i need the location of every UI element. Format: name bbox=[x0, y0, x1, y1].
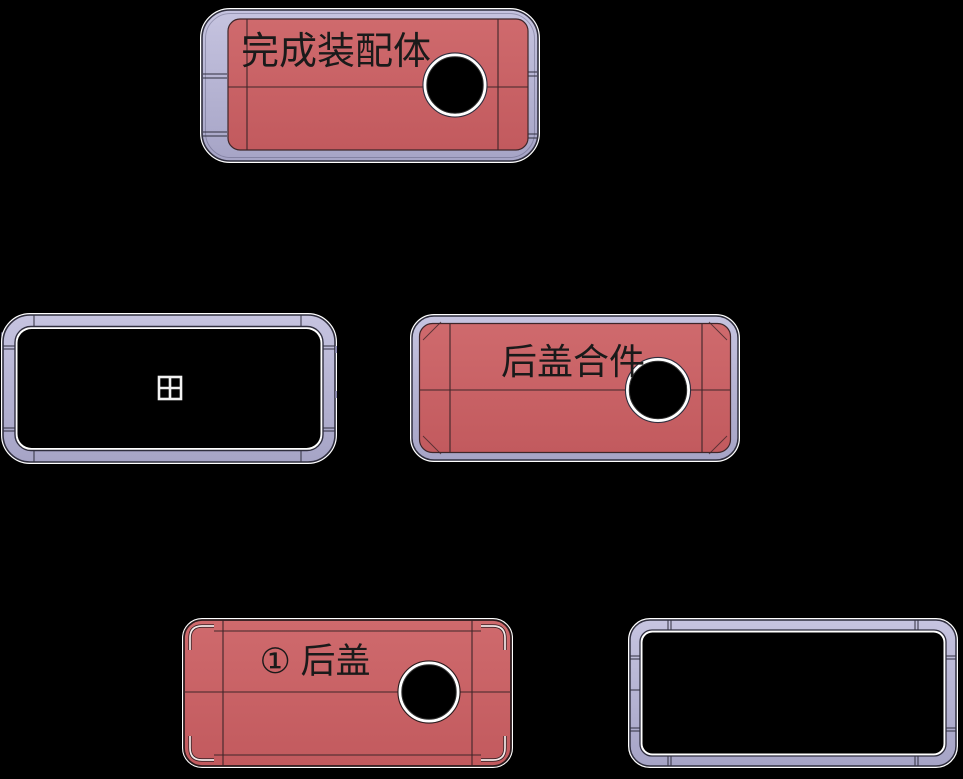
back-cover-assembly-part: 后盖合件 bbox=[410, 314, 740, 462]
camera-hole bbox=[397, 660, 461, 724]
assembly-complete-part: 完成装配体 bbox=[200, 8, 540, 163]
assembly-complete-label: 完成装配体 bbox=[241, 31, 431, 73]
camera-hole bbox=[624, 356, 692, 424]
back-cover-body bbox=[182, 618, 513, 768]
back-cover-label: ① 后盖 bbox=[259, 642, 370, 681]
back-cover-part: ① 后盖 bbox=[182, 618, 513, 768]
bezel-frame-part bbox=[628, 618, 958, 768]
side-button bbox=[335, 391, 337, 398]
grid-icon bbox=[157, 375, 183, 401]
frame-seam-ticks bbox=[630, 620, 956, 766]
camera-hole bbox=[422, 52, 488, 118]
corner-brackets bbox=[188, 624, 507, 762]
middle-frame-part bbox=[1, 313, 337, 464]
side-button bbox=[335, 346, 337, 353]
back-cover-assembly-label: 后盖合件 bbox=[501, 341, 645, 382]
frame-seam-ticks bbox=[3, 315, 335, 462]
bezel-frame-opening bbox=[639, 629, 947, 757]
